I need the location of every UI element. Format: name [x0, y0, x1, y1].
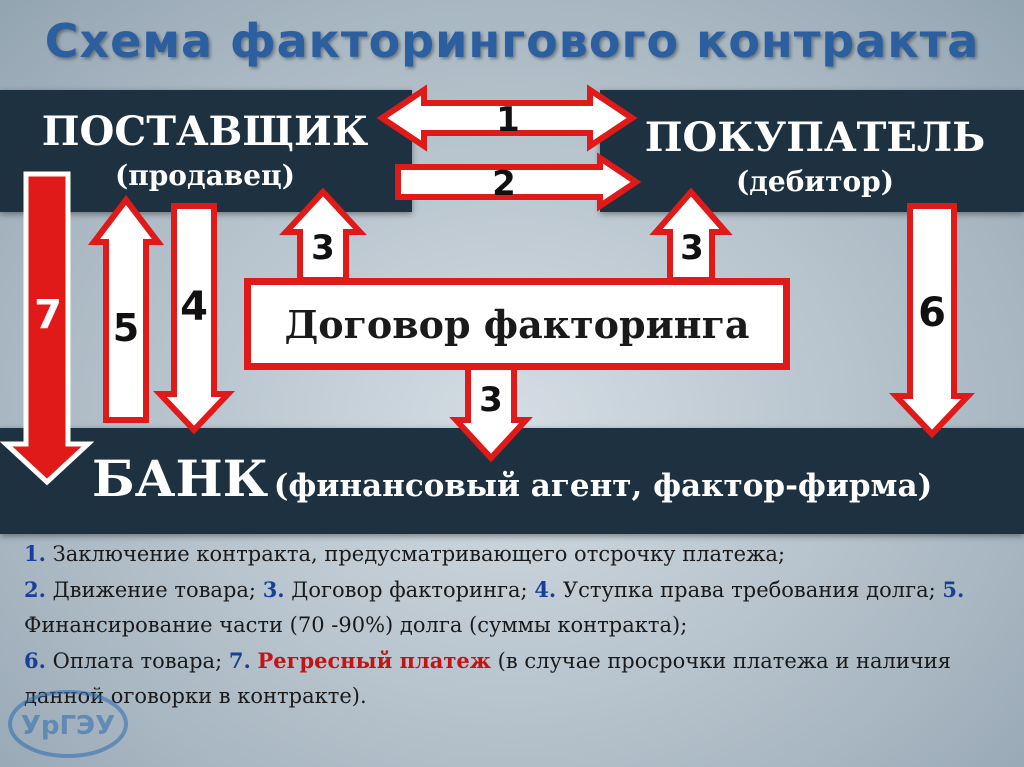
factoring-contract-label: Договор факторинга [284, 301, 750, 347]
supplier-block: ПОСТАВЩИК (продавец) [20, 108, 390, 192]
legend-text-4: Уступка права требования долга; [556, 578, 936, 602]
legend-number-7: 7. [228, 648, 251, 673]
legend-text-3: Договор факторинга; [284, 578, 528, 602]
legend-number-1: 1. [24, 541, 46, 566]
buyer-panel [600, 90, 1024, 212]
supplier-role: (продавец) [114, 159, 295, 192]
arrow-3-left-label: 3 [311, 228, 335, 268]
legend-number-4: 4. [534, 577, 557, 602]
legend-text-6: Оплата товара; [45, 649, 223, 673]
arrow-5 [87, 195, 165, 423]
legend-text-2: Движение товара; [45, 578, 256, 602]
legend: 1. Заключение контракта, предусматривающ… [24, 536, 1014, 714]
arrow-4 [153, 203, 235, 435]
bank-name: БАНК [92, 449, 269, 508]
legend-line-2: 2. Движение товара; 3. Договор факторинг… [24, 572, 1014, 643]
arrow-3-right [649, 187, 733, 283]
arrow-7-label: 7 [34, 292, 62, 338]
supplier-name: ПОСТАВЩИК [41, 108, 369, 155]
legend-line-3: 6. Оплата товара; 7. Регресный платеж (в… [24, 643, 1014, 714]
buyer-block: ПОКУПАТЕЛЬ (дебитор) [620, 114, 1010, 198]
arrow-3-left [279, 187, 367, 283]
arrow-3-down [449, 363, 533, 463]
legend-number-6: 6. [24, 648, 46, 673]
factoring-contract-box: Договор факторинга [244, 278, 790, 370]
usue-logo: УрГЭУ [8, 690, 128, 758]
legend-text-7: (в случае просрочки платежа и наличия да… [24, 649, 951, 708]
bank-role: (финансовый агент, фактор-фирма) [273, 468, 933, 504]
legend-text-1: Заключение контракта, предусматривающего… [45, 542, 786, 566]
legend-text-5: Финансирование части (70 -90%) долга (су… [24, 613, 688, 637]
logo-text: УрГЭУ [21, 711, 115, 741]
arrow-5-label: 5 [112, 306, 140, 350]
arrow-1-label: 1 [496, 100, 520, 140]
arrow-7 [0, 171, 95, 486]
legend-number-3: 3. [262, 577, 285, 602]
legend-number-2: 2. [24, 577, 46, 602]
arrow-3-right-label: 3 [680, 228, 704, 268]
bank-block: БАНК (финансовый агент, фактор-фирма) [92, 449, 932, 508]
buyer-role: (дебитор) [735, 165, 895, 198]
diagram-title: Схема факторингового контракта [44, 14, 980, 68]
arrow-4-label: 4 [180, 284, 208, 330]
arrow-3-down-label: 3 [479, 380, 503, 420]
arrow-2 [395, 152, 642, 212]
arrow-2-label: 2 [492, 164, 516, 204]
bank-panel [0, 428, 1024, 534]
legend-line-1: 1. Заключение контракта, предусматривающ… [24, 536, 1014, 572]
legend-number-5: 5. [942, 577, 965, 602]
buyer-name: ПОКУПАТЕЛЬ [644, 114, 986, 161]
arrow-6-label: 6 [918, 290, 946, 336]
arrow-1 [376, 84, 638, 152]
arrow-6 [889, 203, 975, 439]
legend-regress-label: Регресный платеж [257, 648, 491, 673]
